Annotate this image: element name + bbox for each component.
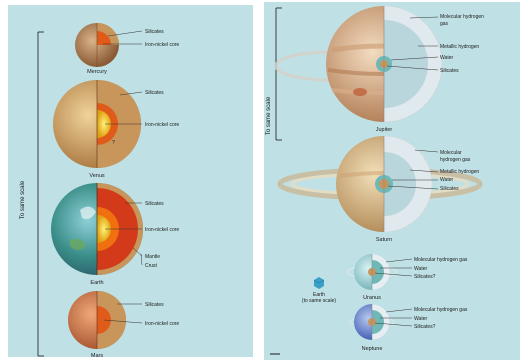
- mars-label-core: Iron-nickel core: [145, 321, 179, 327]
- earth-label-core: Iron-nickel core: [145, 227, 179, 233]
- mercury-label-silicates: Silicates: [145, 29, 164, 35]
- jupiter-label-silicates: Silicates: [440, 68, 459, 74]
- earth-label-crust: Crust: [145, 263, 158, 269]
- mars-name: Mars: [91, 353, 103, 359]
- uranus-label-gas: Molecular hydrogen gas: [414, 257, 468, 263]
- saturn-name: Saturn: [376, 237, 392, 243]
- jupiter-label-gas-1: Molecular hydrogen: [440, 14, 484, 20]
- earth-label-mantle: Mantle: [145, 254, 160, 260]
- venus-question-mark: ?: [112, 140, 115, 146]
- saturn-label-silicates: Silicates: [440, 186, 459, 192]
- venus-label-silicates: Silicates: [145, 90, 164, 96]
- earth-name: Earth: [90, 280, 103, 286]
- earth-planet: [51, 183, 143, 275]
- jupiter-planet: [276, 6, 442, 122]
- jupiter-label-metallic: Metallic hydrogen: [440, 44, 479, 50]
- uranus-label-water: Water: [414, 266, 427, 272]
- scale-label-right: To same scale: [266, 96, 272, 135]
- earth-scale-legend: [314, 277, 324, 289]
- mercury-name: Mercury: [87, 69, 107, 75]
- venus-label-core: Iron-nickel core: [145, 122, 179, 128]
- neptune-label-silicates: Silicates?: [414, 324, 436, 330]
- saturn-label-water: Water: [440, 177, 453, 183]
- uranus-name: Uranus: [363, 295, 381, 301]
- neptune-label-gas: Molecular hydrogen gas: [414, 307, 468, 313]
- uranus-label-silicates: Silicates?: [414, 274, 436, 280]
- jupiter-label-water: Water: [440, 55, 453, 61]
- earth-legend-line2: (to same scale): [302, 298, 337, 304]
- neptune-planet: [350, 304, 412, 340]
- venus-planet: [53, 80, 142, 168]
- venus-name: Venus: [89, 173, 105, 179]
- neptune-label-water: Water: [414, 316, 427, 322]
- scale-bracket-left: [38, 32, 44, 356]
- mercury-planet: [75, 23, 142, 67]
- saturn-label-gas-1: Molecular: [440, 150, 462, 156]
- saturn-label-metallic: Metallic hydrogen: [440, 169, 479, 175]
- mars-label-silicates: Silicates: [145, 302, 164, 308]
- mars-planet: [68, 291, 142, 349]
- jupiter-label-gas-2: gas: [440, 21, 449, 27]
- saturn-label-gas-2: hydrogen gas: [440, 157, 471, 163]
- scale-bracket-right: [276, 8, 282, 140]
- neptune-name: Neptune: [362, 346, 383, 352]
- uranus-planet: [348, 254, 412, 290]
- jupiter-name: Jupiter: [376, 127, 393, 133]
- earth-label-silicates: Silicates: [145, 201, 164, 207]
- scale-label-left: To same scale: [20, 180, 26, 219]
- mercury-label-core: Iron-nickel core: [145, 42, 179, 48]
